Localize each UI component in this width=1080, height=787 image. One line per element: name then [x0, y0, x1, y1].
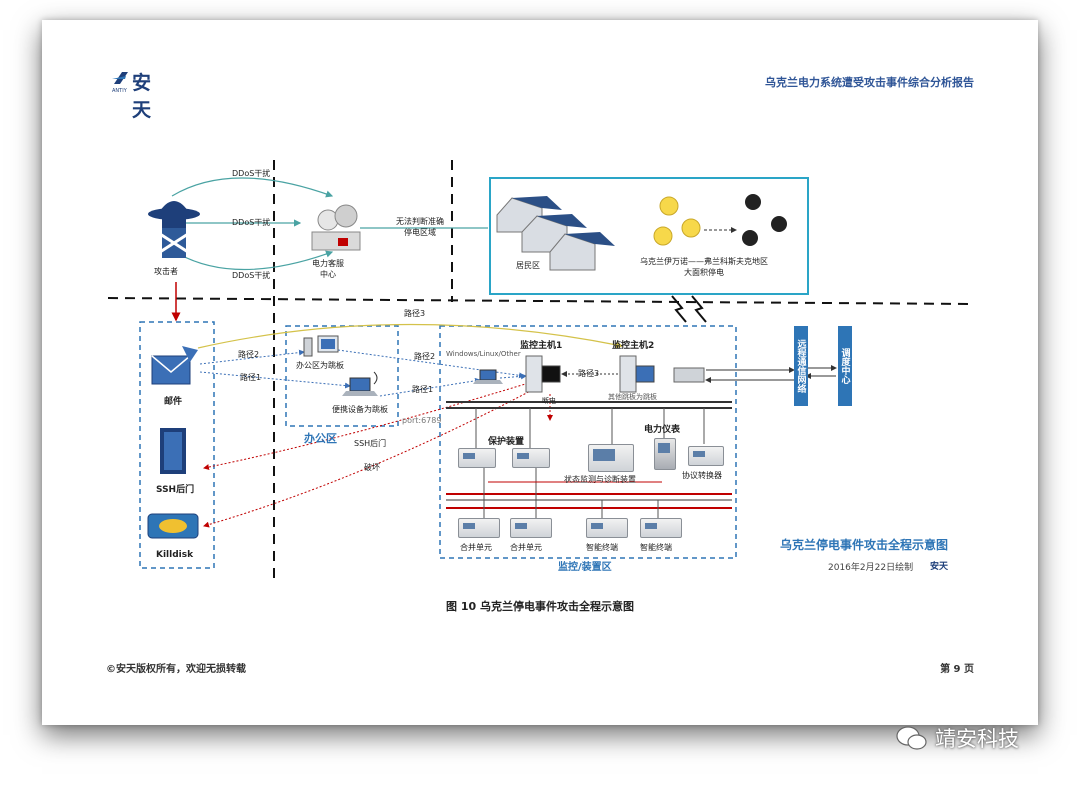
path2-label: 路径2 [238, 350, 260, 359]
wechat-icon [896, 726, 927, 750]
laptop-to-host-line [499, 373, 527, 380]
report-title: 乌克兰电力系统遭受攻击事件综合分析报告 [765, 76, 974, 89]
path2-line [199, 349, 305, 365]
door-icon [160, 428, 186, 474]
office-jump-label: 办公区为跳板 [296, 361, 344, 370]
smart-terminal-label-1: 智能终端 [586, 543, 618, 552]
ssh-backdoor-curve-label: SSH后门 [354, 439, 387, 448]
figure-date: 2016年2月22日绘制 [828, 563, 914, 573]
comm-device-icon [673, 367, 705, 383]
power-meter-device [654, 438, 676, 470]
attacker-icon [148, 201, 200, 258]
broken-bulb-icons [742, 194, 787, 246]
blackout-label: 乌克兰伊万诺——弗兰科斯夫克地区 大面积停电 [640, 257, 768, 277]
lightning-icon [671, 295, 687, 323]
zone-laptop-icon [473, 369, 503, 384]
logo-subtext: ANTIY [112, 88, 127, 94]
laptop-icon [342, 371, 378, 396]
mail-label: 邮件 [164, 397, 183, 407]
killdisk-label: Killdisk [156, 550, 194, 560]
monitor-zone-box [439, 325, 737, 559]
ddos-curve-top [171, 177, 334, 198]
path3-label-b: 路径3 [578, 369, 600, 378]
killdisk-icon [147, 513, 199, 539]
merge-unit-device-2 [510, 518, 552, 538]
port-label: port:6789 [402, 416, 442, 425]
path3-label: 路径3 [404, 309, 426, 318]
path1-to-laptop-line [379, 377, 481, 397]
attack-diagram [107, 160, 973, 585]
host1-label: 监控主机1 [520, 341, 563, 351]
house-icons [496, 196, 615, 271]
ddos-label-top: DDoS干扰 [232, 169, 271, 178]
logo-swoosh-icon [112, 72, 128, 84]
other-jump-label: 其他跳板为跳板 [608, 393, 657, 401]
smart-terminal-device-2 [640, 518, 682, 538]
horizontal-divider [107, 297, 973, 305]
status-monitor-device [588, 444, 634, 472]
path1-line [199, 371, 351, 389]
ssh-backdoor-curve [203, 381, 533, 470]
lit-bulb-icons [653, 196, 701, 246]
merge-unit-label-1: 合并单元 [460, 543, 492, 552]
path3-curve [197, 323, 624, 349]
ddos-label-bottom: DDoS干扰 [232, 271, 271, 280]
lightning-icon-2 [691, 295, 707, 323]
killdisk-curve [203, 387, 537, 528]
smart-terminal-label-2: 智能终端 [640, 543, 672, 552]
path1-label: 路径1 [240, 373, 262, 382]
cannot-judge-label: 无法判断准确 停电区域 [396, 217, 444, 237]
copyright-text: ©安天版权所有，欢迎无损转载 [106, 664, 246, 675]
destroy-label: 破坏 [364, 463, 380, 472]
monitor-zone-label: 监控/装置区 [558, 562, 612, 573]
logo-text: 安天 [132, 72, 153, 121]
merge-unit-label-2: 合并单元 [510, 543, 542, 552]
residential-label: 居民区 [516, 261, 540, 270]
device-connectors [475, 408, 705, 518]
call-center-icon [311, 204, 361, 251]
report-page: 安天 ANTIY 乌克兰电力系统遭受攻击事件综合分析报告 [42, 20, 1038, 725]
figure-title: 乌克兰停电事件攻击全程示意图 [780, 538, 949, 552]
mail-icon [151, 346, 198, 385]
figure-caption: 图 10 乌克兰停电事件攻击全程示意图 [446, 600, 634, 613]
protocol-converter-label: 协议转换器 [682, 471, 722, 480]
ddos-label-mid: DDoS干扰 [232, 218, 271, 227]
path1-label-b: 路径1 [412, 385, 434, 394]
ddos-curve-bottom [171, 249, 334, 271]
merge-unit-device-1 [458, 518, 500, 538]
portable-jump-label: 便携设备为跳板 [332, 405, 388, 414]
host2-label: 监控主机2 [612, 341, 655, 351]
remote-network-box: 远程通信网络 [794, 326, 808, 406]
protection-label: 保护装置 [488, 437, 525, 447]
attack-tools-zone [139, 321, 215, 569]
meter-label: 电力仪表 [644, 425, 681, 435]
figure-logo-text: 安天 [930, 562, 949, 572]
monitor-host-2-icon [619, 355, 655, 393]
protocol-converter-device [688, 446, 724, 466]
cut-power-label: 断电 [542, 397, 556, 405]
office-zone-box [285, 325, 399, 427]
office-pc-icon [303, 335, 339, 357]
wechat-watermark: 靖安科技 [895, 722, 1019, 754]
smart-terminal-device-1 [586, 518, 628, 538]
monitor-host-1-icon [525, 355, 561, 393]
attacker-label: 攻击者 [154, 267, 178, 276]
call-center-label: 电力客服 中心 [312, 259, 344, 279]
protection-device-2 [512, 448, 550, 468]
dispatch-center-box: 调度中心 [838, 326, 852, 406]
office-zone-label: 办公区 [304, 432, 337, 445]
os-label: Windows/Linux/Other [446, 350, 521, 358]
ssh-backdoor-label: SSH后门 [156, 485, 195, 495]
page-number: 第 9 页 [940, 664, 974, 675]
path2-label-b: 路径2 [414, 352, 436, 361]
protection-device-1 [458, 448, 496, 468]
watermark-text: 靖安科技 [935, 727, 1019, 751]
status-monitor-label: 状态监测与诊断装置 [564, 475, 636, 484]
